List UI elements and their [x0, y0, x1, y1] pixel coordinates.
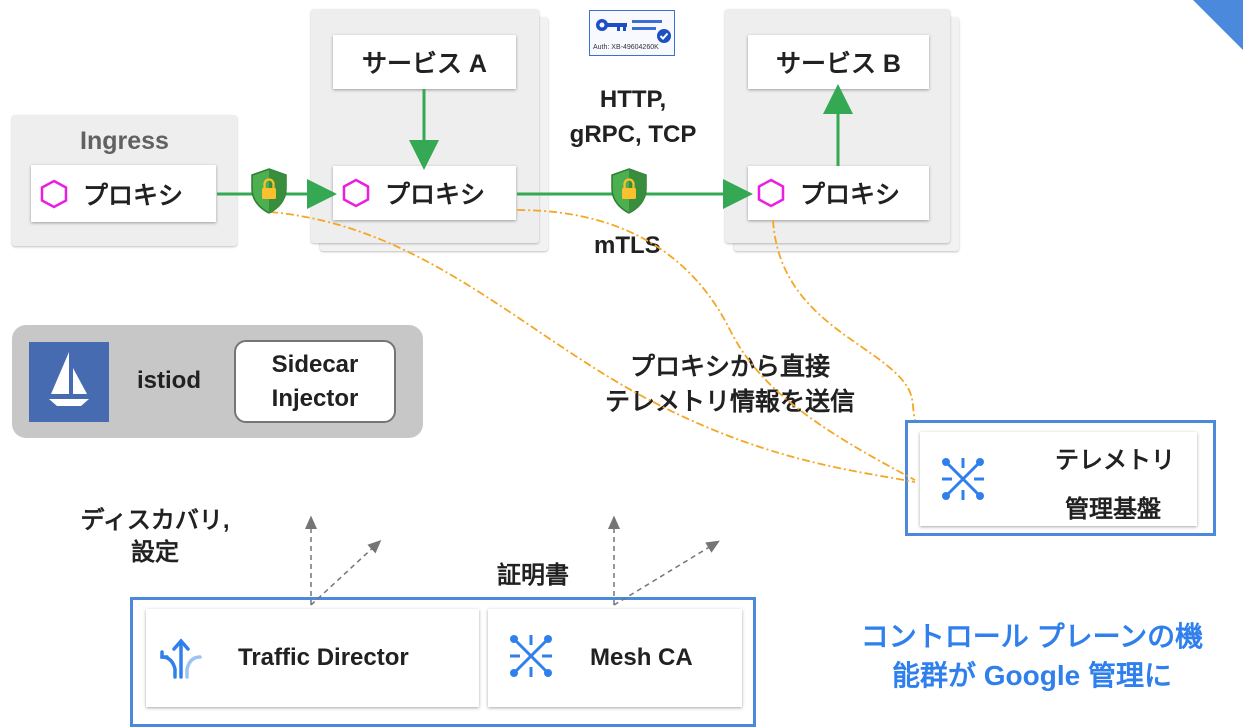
service-a-label: サービス A [361, 50, 487, 78]
discovery-diagonal-arrow [310, 539, 382, 606]
protocol-label: HTTP, gRPC, TCP [548, 83, 718, 153]
istio-logo [29, 342, 109, 422]
proxy-label: プロキシ [83, 181, 184, 210]
istio-sail-icon [49, 352, 89, 406]
traffic-director-label: Traffic Director [238, 644, 409, 671]
control-plane-note-line-1: コントロール プレーンの機 [860, 621, 1204, 652]
network-icon [942, 458, 984, 500]
config-arrows [305, 515, 720, 606]
protocol-line-2: gRPC, TCP [569, 120, 697, 148]
cert-lines [632, 27, 656, 30]
injector-line-2: Injector [271, 384, 359, 412]
ingress-proxy[interactable]: プロキシ [31, 165, 216, 222]
telemetry-path-ingress [269, 211, 916, 483]
telemetry-path-service-a [516, 209, 916, 481]
proxy-hexagon-icon [40, 179, 68, 208]
network-icon [510, 635, 552, 677]
telemetry-platform-frame [905, 420, 1216, 536]
proxy-label: プロキシ [385, 181, 486, 209]
mesh-ca-label: Mesh CA [590, 644, 693, 671]
istiod-label: istiod [137, 367, 201, 394]
istiod-panel: istiod Sidecar Injector [12, 325, 423, 438]
service-a-proxy[interactable]: プロキシ [333, 166, 516, 220]
check-seal-icon [657, 29, 671, 43]
service-a-box[interactable]: サービス A [333, 35, 516, 89]
telemetry-note: プロキシから直接 テレメトリ情報を送信 [575, 350, 885, 420]
key-icon [596, 19, 627, 31]
traffic-arrows [217, 84, 853, 209]
telemetry-platform-line-2: 管理基盤 [1065, 496, 1161, 523]
cert-lines [632, 20, 662, 23]
certificate-label: 証明書 [497, 562, 569, 589]
telemetry-paths [269, 209, 916, 483]
service-b-box[interactable]: サービス B [748, 35, 929, 89]
proxy-hexagon-icon [757, 178, 785, 208]
service-b-proxy[interactable]: プロキシ [748, 166, 929, 220]
discovery-label: ディスカバリ, 設定 [55, 505, 255, 570]
telemetry-note-line-2: テレメトリ情報を送信 [604, 388, 855, 416]
mtls-shield-icon [251, 168, 287, 214]
traffic-director-box[interactable]: Traffic Director [146, 609, 479, 707]
sidecar-injector-box[interactable]: Sidecar Injector [234, 340, 396, 423]
discovery-line-1: ディスカバリ, [80, 507, 230, 534]
control-plane-note-line-2: 能群が Google 管理に [891, 660, 1172, 692]
protocol-line-1: HTTP, [599, 86, 667, 113]
proxy-label: プロキシ [800, 181, 901, 209]
cert-card-text: Auth: XB-49604260K [593, 44, 659, 51]
telemetry-path-service-b [772, 219, 916, 421]
proxy-hexagon-icon [342, 178, 370, 208]
telemetry-platform-box[interactable]: テレメトリ 管理基盤 [920, 432, 1197, 526]
corner-triangle-decoration [1193, 0, 1243, 50]
ingress-title: Ingress [80, 127, 169, 155]
certificate-card-icon: Auth: XB-49604260K [589, 10, 675, 56]
cert-diagonal-arrow [613, 540, 720, 606]
mtls-shield-icon [611, 168, 647, 214]
mesh-ca-box[interactable]: Mesh CA [488, 609, 742, 707]
mtls-label: mTLS [594, 232, 661, 259]
injector-line-1: Sidecar [271, 351, 359, 378]
control-plane-note: コントロール プレーンの機 能群が Google 管理に [812, 617, 1243, 695]
service-b-label: サービス B [775, 50, 901, 78]
telemetry-note-line-1: プロキシから直接 [629, 353, 830, 381]
traffic-director-icon [160, 638, 202, 679]
telemetry-platform-line-1: テレメトリ [1055, 447, 1175, 474]
discovery-line-2: 設定 [131, 539, 179, 567]
